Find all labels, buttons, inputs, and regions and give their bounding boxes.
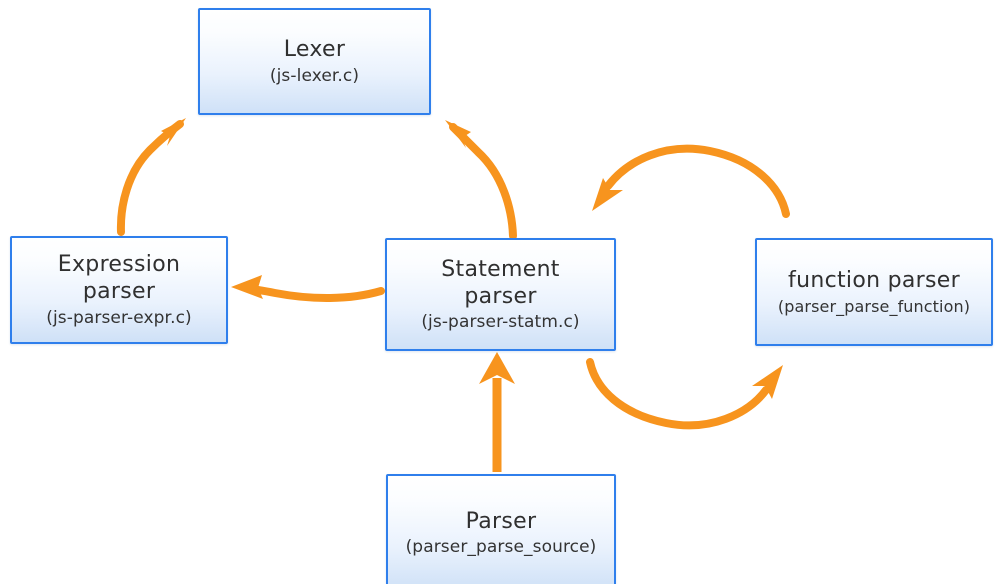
edge-function-parser-to-statement-parser bbox=[592, 144, 790, 218]
node-parser-title: Parser bbox=[465, 508, 537, 534]
node-expression-parser-title-line2: parser bbox=[82, 279, 156, 305]
node-statement-parser-subtitle: (js-parser-statm.c) bbox=[421, 312, 580, 333]
node-expression-parser-subtitle: (js-parser-expr.c) bbox=[46, 307, 192, 328]
node-function-parser-title: function parser bbox=[788, 268, 960, 294]
edge-statement-parser-to-expression-parser bbox=[231, 275, 385, 303]
node-statement-parser-title: Statement bbox=[441, 256, 560, 282]
node-parser[interactable]: Parser (parser_parse_source) bbox=[386, 474, 616, 584]
node-function-parser-subtitle: (parser_parse_function) bbox=[777, 296, 971, 316]
edge-statement-parser-to-function-parser bbox=[586, 358, 783, 430]
node-expression-parser-title: Expression bbox=[57, 252, 181, 278]
node-statement-parser[interactable]: Statement parser (js-parser-statm.c) bbox=[385, 238, 616, 351]
edge-statement-parser-to-lexer bbox=[445, 120, 517, 240]
edge-parser-to-statement-parser bbox=[479, 352, 515, 472]
node-lexer[interactable]: Lexer (js-lexer.c) bbox=[198, 8, 431, 115]
node-expression-parser[interactable]: Expression parser (js-parser-expr.c) bbox=[10, 236, 228, 344]
edge-expression-parser-to-lexer bbox=[116, 118, 186, 236]
node-lexer-title: Lexer bbox=[283, 37, 346, 63]
node-function-parser[interactable]: function parser (parser_parse_function) bbox=[755, 238, 993, 346]
node-lexer-subtitle: (js-lexer.c) bbox=[269, 65, 360, 86]
node-statement-parser-title-line2: parser bbox=[464, 283, 537, 309]
node-parser-subtitle: (parser_parse_source) bbox=[405, 537, 597, 558]
